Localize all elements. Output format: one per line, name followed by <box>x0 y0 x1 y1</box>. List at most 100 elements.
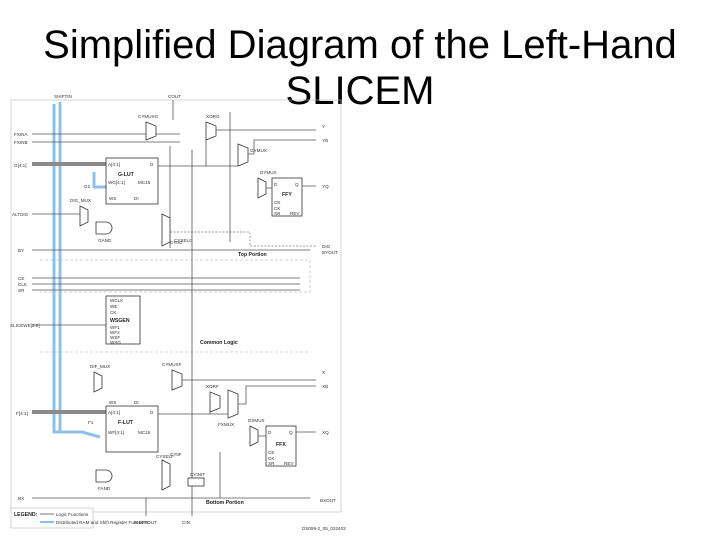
dymux-mux <box>257 177 267 199</box>
dig-mux <box>79 205 89 227</box>
label-dig-mux: DIG_MUX <box>70 198 91 203</box>
legend-title: LEGEND: <box>14 512 38 518</box>
fand-gate <box>95 469 113 483</box>
bottom-output-wires <box>182 379 316 433</box>
label-cyselg: CYSELG <box>174 238 193 243</box>
label-cyself: CYSELF <box>156 454 174 459</box>
ffy-pin-d: D <box>274 182 278 187</box>
legend-box <box>10 507 94 529</box>
label-cy0g: CY0G <box>170 240 183 245</box>
label-bx: BX <box>18 496 24 501</box>
label-gymux: GYMUX <box>250 148 267 153</box>
label-xb: XB <box>322 384 328 389</box>
f-lut-name: F-LUT <box>118 420 134 426</box>
ffx-pin-ck: CK <box>268 456 275 461</box>
section-top-portion: Top Portion <box>238 252 267 258</box>
label-fxinb: FXINB <box>14 140 28 145</box>
top-output-wires <box>216 129 316 187</box>
legend-logic: Logic Functions <box>56 512 89 517</box>
wsgen-pin-wf1: WF1 <box>110 325 120 330</box>
label-sr: SR <box>18 288 25 293</box>
g-lut-pin-mc15: MC15 <box>138 180 151 185</box>
f-lut-block <box>105 405 159 453</box>
wsgen-name: WSGEN <box>110 318 130 324</box>
ffx-pin-d: D <box>268 430 272 435</box>
g-lut-name: G-LUT <box>118 172 135 178</box>
f-lut-output-wires <box>158 404 266 437</box>
label-f-input: F[4:1] <box>16 411 28 416</box>
f-lut-pin-di: DI <box>134 400 139 405</box>
dif-mux <box>93 371 103 393</box>
ffy-block <box>271 177 303 217</box>
g-lut-pin-wg: WG[4:1] <box>108 180 125 185</box>
ffy-pin-rev: REV <box>290 211 300 216</box>
ffx-pin-sr: SR <box>268 461 275 466</box>
cymuxg-mux <box>145 121 157 141</box>
f-lut-pin-a: A[4:1] <box>108 410 120 415</box>
gand-gate <box>95 221 113 235</box>
label-cy0f: CY0F <box>170 452 182 457</box>
label-fand: FAND <box>98 486 111 491</box>
carry-chain <box>169 146 193 492</box>
dig-output-wire <box>170 231 316 247</box>
wsgen-pin-we: WE <box>110 304 117 309</box>
label-clk: CLK <box>18 282 28 287</box>
label-fxmux: FXMUX <box>218 422 234 427</box>
xorg-gate <box>205 121 217 141</box>
section-bottom-portion: Bottom Portion <box>206 500 244 506</box>
top-portion-boundary <box>40 259 311 293</box>
label-yq: YQ <box>322 184 329 189</box>
cymuxf-mux <box>171 369 183 391</box>
label-gand: GAND <box>98 238 112 243</box>
wsgen-pin-ck: CK <box>110 310 117 315</box>
ffx-pin-rev: REV <box>284 461 294 466</box>
g-lut-pin-di: DI <box>134 196 139 201</box>
label-slicewe: SLICEWE[2:0] <box>10 323 40 328</box>
fxmux-mux <box>227 389 239 419</box>
legend-ram: Distributed RAM and Shift Register Funct… <box>56 520 149 525</box>
label-g2: G2 <box>84 184 91 189</box>
label-bxout: BXOUT <box>320 498 336 503</box>
section-common-logic: Common Logic <box>200 340 238 346</box>
label-shiftin: SHIFTIN <box>54 94 72 99</box>
label-cyinit: CYINIT <box>190 472 205 477</box>
g-lut-ram-path <box>92 172 106 189</box>
wsgen-block <box>105 295 141 345</box>
wsgen-pin-wsf: WSF <box>110 335 120 340</box>
wsgen-pin-wsg: WSG <box>110 340 121 345</box>
gymux-mux <box>237 143 249 167</box>
g-lut-block <box>105 157 159 205</box>
g-lut-pin-d: D <box>150 162 154 167</box>
label-shiftout: SHIFTOUT <box>134 520 157 525</box>
label-dif-mux: DIF_MUX <box>90 364 110 369</box>
f-lut-pin-mc15: MC15 <box>138 430 151 435</box>
g-lut-pin-a: A[4:1] <box>108 162 120 167</box>
label-x: X <box>322 370 325 375</box>
label-by: BY <box>18 248 24 253</box>
shift-register-path <box>52 102 101 439</box>
ffy-pin-sr: SR <box>274 211 281 216</box>
label-byout: BYOUT <box>322 250 338 255</box>
label-dxmux: DXMUX <box>248 418 265 423</box>
label-cout: COUT <box>168 94 181 99</box>
label-ce: CE <box>18 276 24 281</box>
ffy-name: FFY <box>282 192 292 198</box>
label-altdig: ALTDIG <box>12 212 29 217</box>
label-yb: YB <box>322 138 328 143</box>
ffx-block <box>265 425 297 467</box>
label-dymux: DYMUX <box>260 170 277 175</box>
label-cymuxf: CYMUXF <box>162 362 182 367</box>
slice-outline <box>10 99 342 513</box>
label-cin: CIN <box>182 520 190 525</box>
f-lut-pin-d: D <box>150 410 154 415</box>
f-lut-pin-ws: WS <box>109 400 116 405</box>
figure-part-number: DS099-2_05_032403 <box>302 526 346 531</box>
slicem-diagram: Top Portion Common Logic Bottom Portion … <box>10 94 346 531</box>
ffy-pin-ce: CE <box>274 200 280 205</box>
dxmux-mux <box>249 425 259 447</box>
f-lut-pin-wf: WF[4:1] <box>108 430 124 435</box>
label-xorg: XORG <box>206 114 220 119</box>
g-lut-pin-ws: WS <box>109 196 116 201</box>
cyinit-block <box>187 477 205 487</box>
label-fxina: FXINA <box>14 132 28 137</box>
